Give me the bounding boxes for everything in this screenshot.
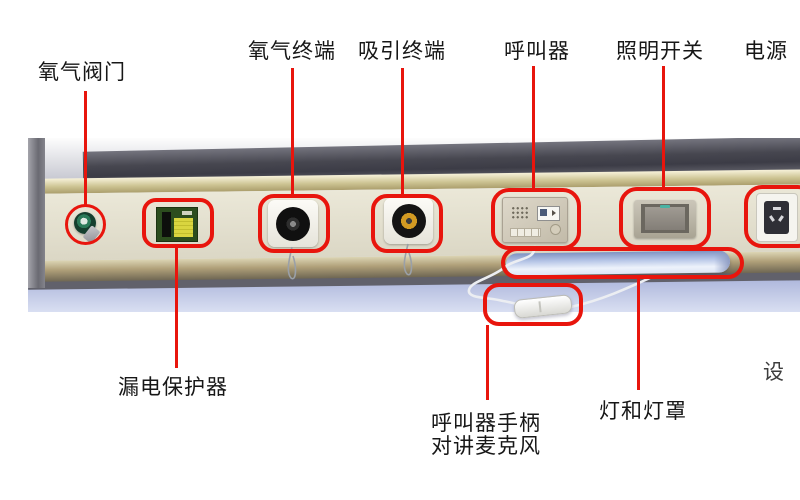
panel-left-end-cap bbox=[28, 138, 45, 288]
leakage-protector-chip bbox=[182, 211, 192, 215]
label-suction-terminal: 吸引终端 bbox=[358, 39, 446, 63]
leakage-protector-module bbox=[156, 207, 198, 242]
annotation-rect-light-switch bbox=[619, 187, 711, 249]
annotation-rect-power-socket bbox=[744, 185, 800, 248]
label-call-device: 呼叫器 bbox=[504, 39, 570, 63]
annotation-rect-call-device bbox=[491, 188, 581, 250]
annotation-circle-oxygen-valve bbox=[65, 204, 106, 245]
label-call-handle-line1: 呼叫器手柄 bbox=[431, 411, 541, 435]
suction-terminal-ring bbox=[391, 204, 426, 238]
annotation-line-oxygen-terminal bbox=[291, 68, 294, 194]
label-call-handle-line2: 对讲麦克风 bbox=[431, 434, 541, 458]
call-panel-round-button bbox=[550, 224, 561, 235]
oxygen-terminal-outlet bbox=[268, 200, 318, 247]
annotation-rect-call-handle bbox=[483, 283, 583, 326]
label-lamp-and-shade: 灯和灯罩 bbox=[599, 399, 687, 423]
light-switch bbox=[634, 200, 696, 238]
leakage-protector-sticker bbox=[174, 218, 193, 237]
leakage-protector-slot bbox=[162, 212, 171, 237]
label-light-switch: 照明开关 bbox=[616, 39, 704, 63]
annotation-line-call-device bbox=[532, 66, 535, 188]
annotation-line-light-switch bbox=[662, 66, 665, 187]
label-oxygen-valve: 氧气阀门 bbox=[38, 60, 126, 84]
annotation-rect-oxygen-terminal bbox=[258, 194, 330, 253]
annotation-line-lamp bbox=[637, 278, 640, 390]
annotation-line-suction-terminal bbox=[401, 68, 404, 194]
suction-terminal-outlet bbox=[384, 198, 433, 244]
light-switch-indicator bbox=[660, 205, 670, 208]
label-partial-right-edge: 设 bbox=[763, 360, 785, 384]
oxygen-terminal-ring bbox=[276, 206, 310, 241]
annotation-rect-lamp-tube bbox=[501, 247, 744, 279]
label-oxygen-terminal: 氧气终端 bbox=[248, 39, 336, 63]
nurse-call-panel bbox=[502, 197, 568, 243]
power-socket-module bbox=[764, 201, 789, 234]
annotation-rect-leakage-protector bbox=[142, 198, 214, 248]
label-leakage-protector: 漏电保护器 bbox=[118, 375, 228, 399]
power-socket bbox=[756, 193, 798, 242]
call-panel-display-arrow bbox=[552, 210, 556, 216]
annotation-line-oxygen-valve bbox=[84, 91, 87, 206]
label-power: 电源 bbox=[744, 39, 788, 63]
annotation-line-call-handle bbox=[486, 325, 489, 400]
annotation-line-leakage-protector bbox=[175, 247, 178, 368]
annotation-rect-suction-terminal bbox=[371, 194, 443, 253]
label-call-handle: 呼叫器手柄 对讲麦克风 bbox=[431, 412, 541, 458]
call-panel-display-mark bbox=[540, 209, 547, 216]
socket-slot bbox=[773, 207, 781, 210]
call-panel-buttons bbox=[510, 228, 541, 237]
call-panel-display bbox=[537, 206, 560, 221]
speaker-grille bbox=[511, 206, 529, 219]
light-switch-rocker bbox=[645, 207, 685, 230]
